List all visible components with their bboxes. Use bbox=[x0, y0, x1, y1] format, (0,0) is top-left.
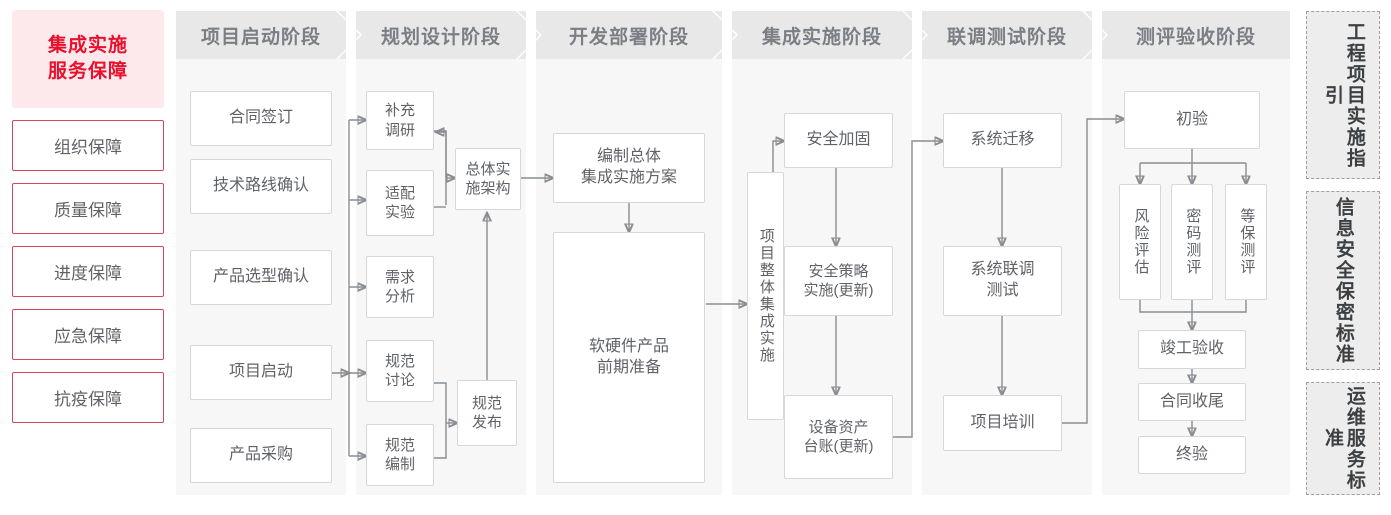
guarantee-item-2[interactable]: 进度保障 bbox=[12, 246, 164, 297]
guarantee-item-0[interactable]: 组织保障 bbox=[12, 120, 164, 171]
node-project-training[interactable]: 项目培训 bbox=[943, 395, 1062, 451]
standard-card-engineering[interactable]: 工程项目实施指引 bbox=[1306, 11, 1380, 179]
guarantee-column: 集成实施 服务保障 组织保障 质量保障 进度保障 应急保障 抗疫保障 bbox=[12, 10, 164, 423]
hero-card: 集成实施 服务保障 bbox=[12, 10, 164, 108]
node-completion-acceptance[interactable]: 竣工验收 bbox=[1138, 330, 1246, 369]
node-overall-integration[interactable]: 项目整体集成实施 bbox=[747, 172, 784, 420]
node-spec-discussion[interactable]: 规范 讨论 bbox=[366, 340, 434, 402]
phase-ribbon-3[interactable]: 开发部署阶段 bbox=[536, 11, 722, 59]
node-project-kickoff[interactable]: 项目启动 bbox=[190, 345, 332, 400]
node-crypto-evaluation[interactable]: 密码测评 bbox=[1171, 184, 1213, 300]
node-final-acceptance[interactable]: 终验 bbox=[1138, 436, 1246, 474]
node-contract-signing[interactable]: 合同签订 bbox=[190, 91, 332, 146]
node-hw-sw-preparation[interactable]: 软硬件产品 前期准备 bbox=[553, 232, 705, 483]
node-contract-closeout[interactable]: 合同收尾 bbox=[1138, 383, 1246, 421]
phase-ribbon-1[interactable]: 项目启动阶段 bbox=[176, 11, 346, 59]
node-joint-debug-test[interactable]: 系统联调 测试 bbox=[943, 246, 1062, 316]
phase-title-2: 规划设计阶段 bbox=[380, 26, 501, 48]
standard-label-engineering: 工程项目实施指引 bbox=[1322, 21, 1365, 169]
phase-title-3: 开发部署阶段 bbox=[568, 26, 689, 48]
node-product-purchase[interactable]: 产品采购 bbox=[190, 428, 332, 483]
phase-ribbon-4[interactable]: 集成实施阶段 bbox=[732, 11, 912, 59]
node-overall-architecture[interactable]: 总体实 施架构 bbox=[455, 148, 521, 210]
node-security-policy[interactable]: 安全策略 实施(更新) bbox=[784, 246, 893, 316]
node-spec-release[interactable]: 规范 发布 bbox=[457, 380, 517, 446]
node-adaptation-experiment[interactable]: 适配 实验 bbox=[366, 170, 434, 236]
phase-title-6: 测评验收阶段 bbox=[1135, 26, 1256, 48]
node-tech-route[interactable]: 技术路线确认 bbox=[190, 159, 332, 214]
phase-ribbon-6[interactable]: 测评验收阶段 bbox=[1102, 11, 1290, 59]
guarantee-item-4[interactable]: 抗疫保障 bbox=[12, 372, 164, 423]
standard-label-operations: 运维服务标准 bbox=[1322, 386, 1365, 491]
node-risk-assessment[interactable]: 风险评估 bbox=[1119, 184, 1161, 300]
standard-label-security: 信息安全保密标准 bbox=[1332, 196, 1354, 365]
node-product-selection[interactable]: 产品选型确认 bbox=[190, 250, 332, 305]
standard-card-security[interactable]: 信息安全保密标准 bbox=[1306, 191, 1380, 370]
node-spec-drafting[interactable]: 规范 编制 bbox=[366, 424, 434, 486]
phase-title-5: 联调测试阶段 bbox=[946, 26, 1067, 48]
node-system-migration[interactable]: 系统迁移 bbox=[943, 113, 1062, 168]
node-supplementary-research[interactable]: 补充 调研 bbox=[366, 91, 434, 150]
hero-line-2: 服务保障 bbox=[47, 61, 128, 82]
hero-line-1: 集成实施 bbox=[47, 35, 128, 57]
guarantee-item-3[interactable]: 应急保障 bbox=[12, 309, 164, 360]
phase-ribbon-5[interactable]: 联调测试阶段 bbox=[922, 11, 1092, 59]
phase-ribbon-2[interactable]: 规划设计阶段 bbox=[356, 11, 526, 59]
node-asset-ledger[interactable]: 设备资产 台账(更新) bbox=[784, 395, 893, 479]
phase-title-4: 集成实施阶段 bbox=[761, 26, 882, 48]
node-overall-plan-drafting[interactable]: 编制总体 集成实施方案 bbox=[553, 133, 705, 203]
node-initial-acceptance[interactable]: 初验 bbox=[1124, 91, 1260, 149]
node-mlps-evaluation[interactable]: 等保测评 bbox=[1225, 184, 1267, 300]
node-security-hardening[interactable]: 安全加固 bbox=[784, 113, 893, 168]
phase-title-1: 项目启动阶段 bbox=[200, 26, 321, 48]
standard-card-operations[interactable]: 运维服务标准 bbox=[1306, 382, 1380, 495]
node-requirement-analysis[interactable]: 需求 分析 bbox=[366, 256, 434, 318]
guarantee-item-1[interactable]: 质量保障 bbox=[12, 183, 164, 234]
